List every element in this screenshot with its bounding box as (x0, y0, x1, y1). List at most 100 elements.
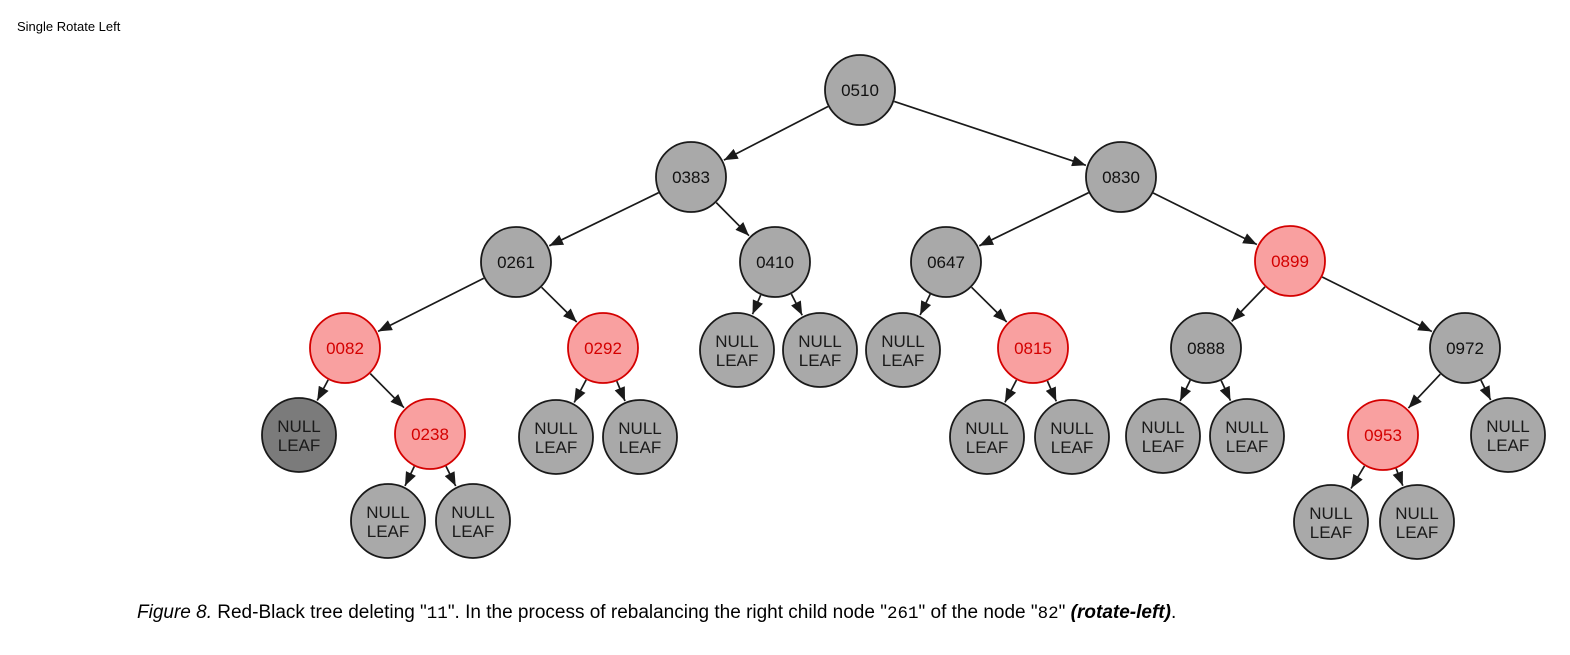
node-label: 0647 (927, 253, 965, 272)
tree-edge-n292-nl6 (614, 380, 626, 402)
null-leaf-label-line: LEAF (966, 438, 1009, 457)
tree-node-0972: 0972 (1429, 312, 1501, 384)
tree-edge-n647-nl3 (919, 293, 932, 316)
null-leaf-label-line: NULL (1309, 504, 1352, 523)
node-circle (567, 312, 639, 384)
tree-edge-n815-nl8 (1045, 380, 1058, 402)
node-circle (655, 141, 727, 213)
null-leaf-label-line: LEAF (882, 351, 925, 370)
node-label: 0888 (1187, 339, 1225, 358)
node-label: 0292 (584, 339, 622, 358)
null-leaf-label-line: NULL (1141, 418, 1184, 437)
node-label: 0830 (1102, 168, 1140, 187)
node-circle (1379, 484, 1455, 560)
node-label: 0410 (756, 253, 794, 272)
node-circle (1209, 398, 1285, 474)
node-circle (824, 54, 896, 126)
null-leaf-label-line: LEAF (1310, 523, 1353, 542)
tree-edge-n292-nl5 (573, 379, 587, 403)
node-label: 0815 (1014, 339, 1052, 358)
node-label: 0953 (1364, 426, 1402, 445)
node-circle (1170, 312, 1242, 384)
node-circle (699, 312, 775, 388)
node-circle (1470, 397, 1546, 473)
tree-node-0899: 0899 (1254, 225, 1326, 297)
caption-segment: 261 (886, 604, 919, 624)
tree-node-0647: 0647 (910, 226, 982, 298)
node-circle (394, 398, 466, 470)
null-leaf-label-line: NULL (534, 419, 577, 438)
null-leaf-label-line: NULL (1050, 419, 1093, 438)
tree-node-0888: 0888 (1170, 312, 1242, 384)
caption-segment: 11 (426, 604, 448, 624)
null-leaf-label-line: NULL (1395, 504, 1438, 523)
caption-segment: " of the node " (918, 602, 1038, 623)
null-leaf-label-line: LEAF (1226, 437, 1269, 456)
node-label: 0082 (326, 339, 364, 358)
figure-caption: Figure 8. Red-Black tree deleting "11". … (137, 602, 1176, 624)
null-leaf-label-line: LEAF (1142, 437, 1185, 456)
node-circle (1085, 141, 1157, 213)
node-circle (997, 312, 1069, 384)
node-circle (1254, 225, 1326, 297)
caption-segment: Figure 8. (137, 602, 212, 623)
tree-edge-n261-n292 (541, 286, 578, 323)
null-leaf-label-line: NULL (277, 417, 320, 436)
tree-edge-n082-nl4 (316, 379, 329, 401)
node-circle (480, 226, 552, 298)
node-circle (1125, 398, 1201, 474)
tree-edge-n953-nl15 (1392, 468, 1404, 487)
node-circle (435, 483, 511, 559)
null-leaf-label-line: NULL (1486, 417, 1529, 436)
node-circle (1347, 399, 1419, 471)
node-circle (739, 226, 811, 298)
tree-node-0238: 0238 (394, 398, 466, 470)
node-circle (309, 312, 381, 384)
tree-edge-n899-n972 (1321, 276, 1433, 333)
tree-node-0082: 0082 (309, 312, 381, 384)
tree-node-0292: 0292 (567, 312, 639, 384)
node-label: 0238 (411, 425, 449, 444)
node-circle (602, 399, 678, 475)
node-circle (910, 226, 982, 298)
null-leaf-label-line: LEAF (1487, 436, 1530, 455)
tree-node-0510: 0510 (824, 54, 896, 126)
null-leaf-label-line: LEAF (716, 351, 759, 370)
node-circle (949, 399, 1025, 475)
tree-edge-n410-nl1 (751, 294, 763, 315)
null-leaf-label-line: NULL (715, 332, 758, 351)
node-circle (261, 397, 337, 473)
tree-node-0815: 0815 (997, 312, 1069, 384)
tree-edge-n888-nl9 (1179, 379, 1192, 402)
tree-edge-n383-n410 (715, 202, 750, 237)
node-circle (518, 399, 594, 475)
tree-edge-n899-n888 (1231, 286, 1266, 322)
tree-node-0410: 0410 (739, 226, 811, 298)
caption-segment: Red-Black tree deleting " (211, 602, 427, 623)
tree-edge-n830-n647 (978, 191, 1089, 247)
tree-edge-n647-n815 (971, 286, 1008, 323)
null-leaf-label-line: LEAF (1396, 523, 1439, 542)
tree-node-0830: 0830 (1085, 141, 1157, 213)
null-leaf-label-line: LEAF (278, 436, 321, 455)
node-circle (865, 312, 941, 388)
caption-segment: " (1058, 602, 1071, 623)
tree-node-0953: 0953 (1347, 399, 1419, 471)
diagram-title: Single Rotate Left (17, 19, 121, 34)
null-leaf-label-line: LEAF (619, 438, 662, 457)
caption-segment: . (1170, 602, 1177, 623)
tree-edges (316, 100, 1492, 489)
null-leaf-label-line: LEAF (799, 351, 842, 370)
